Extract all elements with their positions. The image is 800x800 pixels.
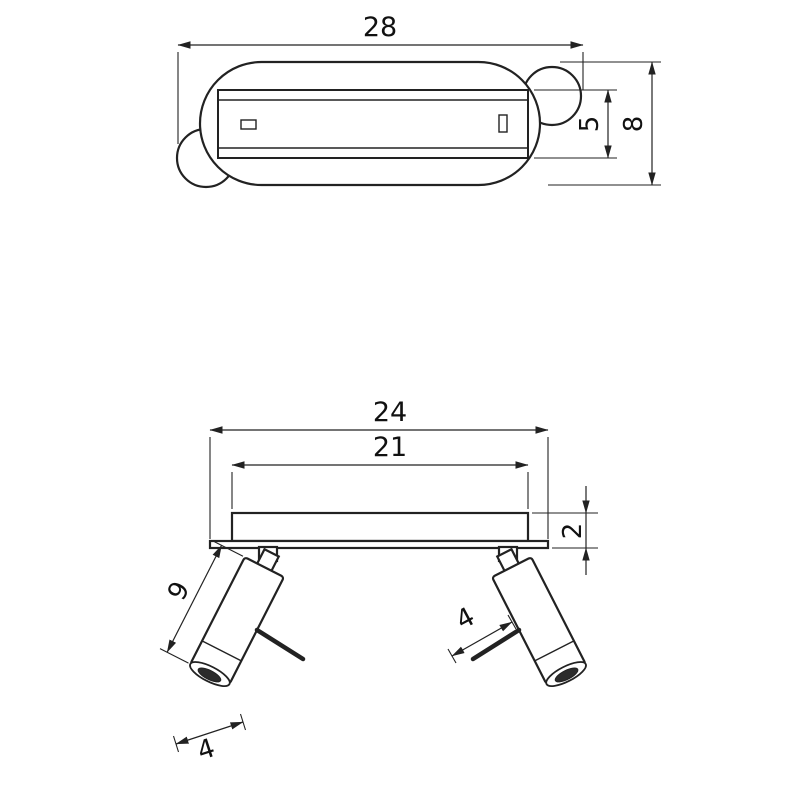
mounting-bar-side-view bbox=[230, 511, 530, 543]
dimension-backplate-height: 5 bbox=[534, 89, 617, 159]
dimension-overall-height-top: 8 bbox=[548, 61, 661, 186]
dimension-overall-width-top: 28 bbox=[177, 12, 584, 144]
backplate-top-view bbox=[217, 89, 529, 159]
dimension-label-overall-height-top: 8 bbox=[619, 116, 649, 133]
screw-slot-right bbox=[498, 114, 508, 133]
dimension-label-bar-thickness: 2 bbox=[558, 523, 588, 540]
dimension-overall-width-side: 24 bbox=[209, 397, 549, 539]
dimension-label-spot-diameter-left: 4 bbox=[194, 733, 219, 767]
dimension-line bbox=[175, 721, 244, 745]
dimension-label-overall-width-side: 24 bbox=[373, 397, 407, 428]
dimension-label-spot-diameter-right: 4 bbox=[451, 602, 480, 636]
dimension-line bbox=[166, 544, 223, 653]
extension-line bbox=[159, 648, 189, 664]
spotlight-right-adjust-handle bbox=[470, 627, 522, 662]
mounting-flange-side-view bbox=[208, 539, 550, 550]
spotlight-right: 4 bbox=[447, 545, 587, 687]
spotlight-left-adjust-handle bbox=[254, 627, 306, 662]
dimension-spot-diameter-left: 4 bbox=[172, 713, 247, 767]
top-view: 28 5 8 bbox=[175, 12, 661, 189]
dimension-line bbox=[451, 621, 513, 657]
dimension-label-spot-length: 9 bbox=[162, 577, 196, 605]
dimension-label-overall-width-top: 28 bbox=[363, 12, 397, 43]
extension-line bbox=[214, 541, 244, 557]
spotlight-right-tilted-assembly bbox=[491, 547, 587, 687]
spotlight-right-lens bbox=[554, 667, 579, 683]
screw-slot-left bbox=[240, 119, 257, 130]
dimension-bar-width: 21 bbox=[231, 432, 529, 509]
spotlight-left-lens bbox=[197, 667, 222, 683]
spotlight-left: 9 4 bbox=[159, 541, 306, 767]
dimension-label-bar-width: 21 bbox=[373, 432, 407, 463]
dimension-bar-thickness: 2 bbox=[532, 486, 598, 575]
canopy-outline-top-view bbox=[198, 60, 542, 187]
spotlight-right-trim-ring bbox=[534, 640, 575, 662]
dimension-label-backplate-height: 5 bbox=[575, 116, 605, 133]
side-view: 24 21 2 bbox=[159, 397, 598, 767]
